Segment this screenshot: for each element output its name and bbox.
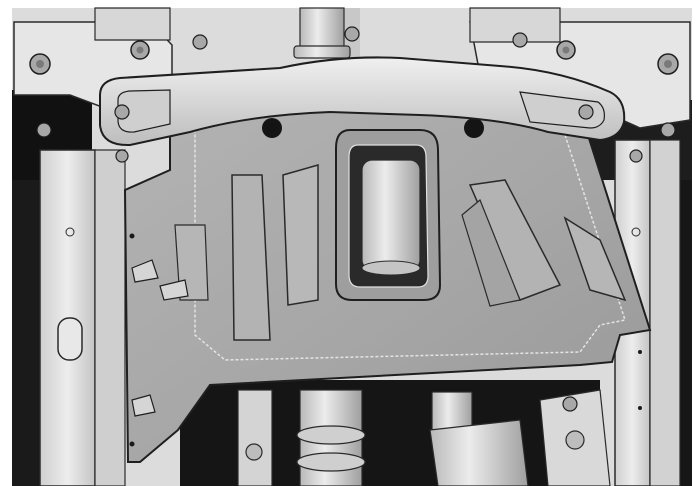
bolts — [29, 26, 679, 412]
left-frame-rail — [39, 149, 126, 486]
right-top-bracket — [469, 7, 691, 129]
lower-exhaust-components — [237, 389, 611, 486]
cross-member — [99, 56, 626, 147]
inspection-opening — [335, 129, 442, 301]
exhaust-pipe-top — [293, 7, 351, 59]
